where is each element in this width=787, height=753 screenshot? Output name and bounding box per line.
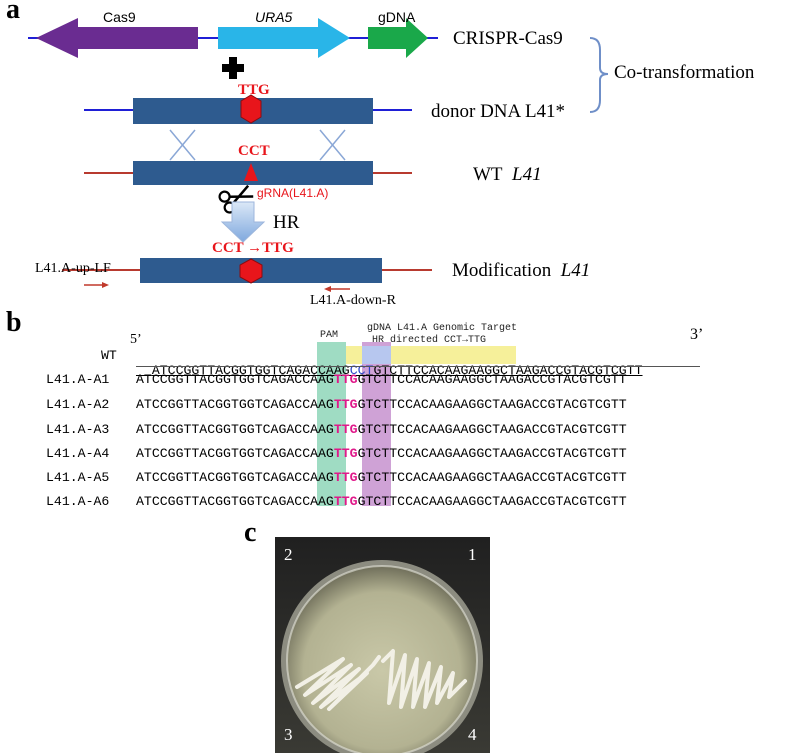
donor-codon-label: TTG	[238, 82, 270, 98]
mod-mutation-hexagon	[239, 258, 263, 284]
quadrant-2-label: 2	[284, 545, 293, 564]
ura5-arrow	[218, 18, 350, 58]
row-3-seq-tail: GTCTTCCACAAGAAGGCTAAGACCGTACGTCGTT	[357, 422, 627, 437]
row-6-seq-codon: TTG	[333, 494, 358, 509]
row-3-name: L41.A-A3	[46, 422, 110, 437]
petri-dish-graphic	[275, 537, 490, 753]
hr-down-arrow	[220, 201, 266, 243]
row-5-seq-tail: GTCTTCCACAAGAAGGCTAAGACCGTACGTCGTT	[357, 470, 627, 485]
cas9-label: Cas9	[103, 9, 136, 25]
row-4-seq-codon: TTG	[333, 446, 358, 461]
wt-target-triangle	[244, 163, 258, 181]
hr-label: HR	[273, 212, 300, 233]
row-2-seq-tail: GTCTTCCACAAGAAGGCTAAGACCGTACGTCGTT	[357, 397, 627, 412]
hr-directed-label: HR directed CCT→TTG	[372, 335, 487, 346]
mod-label-prefix: Modification	[452, 260, 552, 281]
row-5-sequence: ATCCGGTTACGGTGGTCAGACCAAGTTGGTCTTCCACAAG…	[136, 470, 627, 485]
cotransformation-label: Co-transformation	[614, 62, 755, 83]
wt-locus-label: WT L41	[473, 164, 542, 186]
row-1-seq-codon: TTG	[333, 372, 358, 387]
row-3-sequence: ATCCGGTTACGGTGGTCAGACCAAGTTGGTCTTCCACAAG…	[136, 422, 627, 437]
row-6-seq-tail: GTCTTCCACAAGAAGGCTAAGACCGTACGTCGTT	[357, 494, 627, 509]
codon-highlight	[362, 342, 391, 506]
row-4-seq-tail: GTCTTCCACAAGAAGGCTAAGACCGTACGTCGTT	[357, 446, 627, 461]
row-1-seq-tail: GTCTTCCACAAGAAGGCTAAGACCGTACGTCGTT	[357, 372, 627, 387]
wt-separator-line	[136, 366, 700, 367]
row-2-seq-a: ATCCGGTTACGGTGGTCAGACCAAG	[136, 397, 334, 412]
wt-row-name: WT	[101, 348, 117, 363]
row-2-name: L41.A-A2	[46, 397, 110, 412]
wt-label-gene: L41	[512, 164, 542, 185]
row-2-sequence: ATCCGGTTACGGTGGTCAGACCAAGTTGGTCTTCCACAAG…	[136, 397, 627, 412]
crossover-line-right-b	[319, 129, 346, 161]
crossover-line-left-b	[169, 129, 196, 161]
crispr-cas9-label: CRISPR-Cas9	[453, 28, 563, 49]
gdna-label: gDNA	[378, 9, 416, 25]
row-1-name: L41.A-A1	[46, 372, 110, 387]
cas9-arrow	[36, 18, 198, 58]
primer-forward-label: L41.A-up-LF	[35, 261, 111, 276]
row-5-seq-codon: TTG	[333, 470, 358, 485]
cotransformation-bracket	[589, 37, 609, 113]
row-4-seq-a: ATCCGGTTACGGTGGTCAGACCAAG	[136, 446, 334, 461]
mod-label-gene: L41	[560, 260, 591, 281]
row-2-seq-codon: TTG	[333, 397, 358, 412]
primer-reverse-arrow	[324, 286, 350, 292]
row-5-name: L41.A-A5	[46, 470, 110, 485]
pam-label: PAM	[320, 330, 339, 341]
three-prime-label: 3’	[690, 326, 704, 343]
row-5-seq-a: ATCCGGTTACGGTGGTCAGACCAAG	[136, 470, 334, 485]
wt-codon-box	[362, 346, 391, 364]
wt-label-prefix: WT	[473, 164, 503, 185]
mod-codon-change-label: CCT →TTG	[212, 240, 294, 256]
quadrant-1-label: 1	[468, 545, 477, 564]
donor-dna-label: donor DNA L41*	[431, 101, 566, 122]
genomic-target-label: gDNA L41.A Genomic Target	[367, 323, 518, 334]
row-6-sequence: ATCCGGTTACGGTGGTCAGACCAAGTTGGTCTTCCACAAG…	[136, 494, 627, 509]
row-4-sequence: ATCCGGTTACGGTGGTCAGACCAAGTTGGTCTTCCACAAG…	[136, 446, 627, 461]
row-1-sequence: ATCCGGTTACGGTGGTCAGACCAAGTTGGTCTTCCACAAG…	[136, 372, 627, 387]
row-4-name: L41.A-A4	[46, 446, 110, 461]
petri-dish-photo: 2 1 3 4	[275, 537, 490, 753]
panel-c-letter: c	[244, 517, 257, 548]
row-3-seq-codon: TTG	[333, 422, 358, 437]
gdna-arrow	[368, 18, 428, 58]
row-6-seq-a: ATCCGGTTACGGTGGTCAGACCAAG	[136, 494, 334, 509]
primer-forward-arrow	[84, 282, 109, 288]
row-1-seq-a: ATCCGGTTACGGTGGTCAGACCAAG	[136, 372, 334, 387]
row-6-name: L41.A-A6	[46, 494, 110, 509]
grna-label: gRNA(L41.A)	[257, 186, 329, 200]
panel-b-letter: b	[6, 307, 22, 338]
colony-streak-left	[295, 655, 381, 711]
wt-codon-label: CCT	[238, 143, 270, 159]
row-3-seq-a: ATCCGGTTACGGTGGTCAGACCAAG	[136, 422, 334, 437]
quadrant-3-label: 3	[284, 725, 293, 744]
colony-streak-right	[381, 649, 467, 709]
ura5-label: URA5	[255, 9, 293, 25]
five-prime-label: 5’	[130, 332, 142, 347]
quadrant-4-label: 4	[468, 725, 477, 744]
mod-locus-label: Modification L41	[452, 260, 590, 282]
primer-reverse-label: L41.A-down-R	[310, 293, 396, 308]
plus-icon	[222, 57, 244, 79]
pam-highlight	[317, 342, 346, 506]
panel-a-letter: a	[6, 0, 20, 25]
